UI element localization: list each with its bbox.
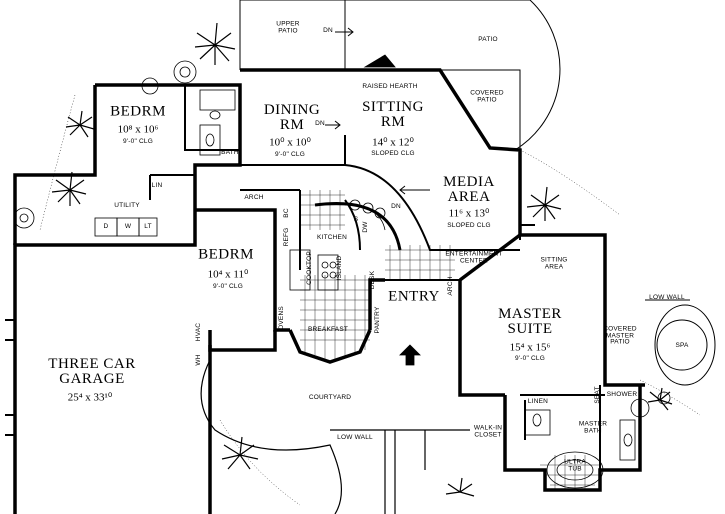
patio-label: PATIO: [478, 35, 498, 43]
bedroom1-name: BEDRM: [110, 103, 166, 120]
ultra-tub-label: ULTRA TUB: [564, 458, 586, 472]
covered-master-patio-label: COVERED MASTER PATIO: [603, 325, 637, 346]
courtyard-outlines: [200, 359, 470, 514]
master-suite-ceiling: 9'-0" CLG: [515, 354, 545, 362]
garage-name: THREE CAR GARAGE: [48, 356, 136, 387]
water-heater-label: WH: [194, 354, 202, 366]
bedroom2-ceiling: 9'-0" CLG: [213, 282, 243, 290]
desk-label: DESK: [368, 270, 376, 290]
sitting-room-ceiling: SLOPED CLG: [371, 149, 415, 157]
spa-label: SPA: [675, 341, 689, 349]
dining-room-ceiling: 9'-0" CLG: [275, 150, 305, 158]
laundry-tub-label: LT: [144, 222, 152, 230]
bath-label: BATH: [221, 148, 239, 156]
sitting-room-dimensions: 14⁰ x 12⁰: [372, 136, 414, 149]
interior-walls: [5, 85, 605, 470]
cooktop-label: COOKTOP: [305, 251, 313, 285]
garage-dimensions: 25⁴ x 33¹⁰: [67, 391, 113, 404]
bedroom2-name: BEDRM: [198, 246, 254, 263]
dishwasher-label: DW: [361, 221, 369, 233]
patio-outlines: [239, 0, 716, 386]
landscape-plants: [13, 22, 701, 506]
arch1-label: ARCH: [244, 193, 264, 201]
dining-dn-label: DN: [315, 119, 325, 127]
master-suite-dimensions: 15⁴ x 15⁶: [509, 341, 551, 354]
exterior-walls: [13, 68, 645, 514]
linen1-label: LIN: [151, 181, 163, 189]
shower-label: SHOWER: [606, 390, 638, 398]
media-area-ceiling: SLOPED CLG: [447, 221, 491, 229]
bedroom1-ceiling: 9'-0" CLG: [123, 137, 153, 145]
utility-label: UTILITY: [114, 201, 140, 209]
pantry-label: PANTRY: [373, 306, 381, 334]
dining-room-name: DINING RM: [263, 102, 321, 133]
island-label: ISLAND: [335, 255, 343, 281]
covered-patio-label: COVERED PATIO: [470, 89, 504, 103]
refrigerator-label: REFG: [282, 227, 290, 247]
dryer-label: D: [103, 222, 109, 230]
stair-arrows: [325, 27, 430, 195]
arch2-label: ARCH: [446, 276, 454, 296]
linen2-label: LINEN: [527, 397, 549, 405]
seat-label: SEAT: [593, 386, 601, 404]
dining-room-dimensions: 10⁰ x 10⁰: [269, 136, 311, 149]
sitting-room-name: SITTING RM: [362, 99, 424, 130]
bc-label: BC: [282, 208, 290, 218]
breakfast-label: BREAKFAST: [307, 325, 349, 333]
upper-patio-label: UPPER PATIO: [276, 20, 300, 34]
media-area-name: MEDIA AREA: [443, 174, 495, 205]
master-bath-label: MASTER BATH: [578, 420, 608, 434]
entry-label: ENTRY: [388, 288, 440, 305]
raised-hearth-label: RAISED HEARTH: [362, 82, 418, 90]
low-wall-label-2: LOW WALL: [337, 433, 373, 441]
sitting-area-label: SITTING AREA: [540, 256, 568, 270]
sink-label: S: [353, 215, 359, 223]
bedroom2-dimensions: 10⁴ x 11⁰: [207, 268, 249, 281]
courtyard-label: COURTYARD: [308, 393, 352, 401]
hvac-label: HVAC: [194, 322, 202, 342]
upper-patio-dn-label: DN: [323, 26, 333, 34]
entertainment-center-label: ENTERTAINMENT CENTER: [445, 250, 503, 264]
ovens-label: OVENS: [277, 306, 285, 330]
media-dn-label: DN: [391, 202, 401, 210]
washer-label: W: [124, 222, 132, 230]
master-suite-name: MASTER SUITE: [498, 306, 562, 337]
media-area-dimensions: 11⁶ x 13⁰: [448, 207, 490, 220]
bedroom1-dimensions: 10⁸ x 10⁶: [117, 123, 159, 136]
walk-in-closet-label: WALK-IN CLOSET: [473, 424, 503, 438]
fixtures: [94, 54, 636, 489]
kitchen-label: KITCHEN: [317, 233, 347, 241]
low-wall-label-1: LOW WALL: [649, 293, 685, 301]
